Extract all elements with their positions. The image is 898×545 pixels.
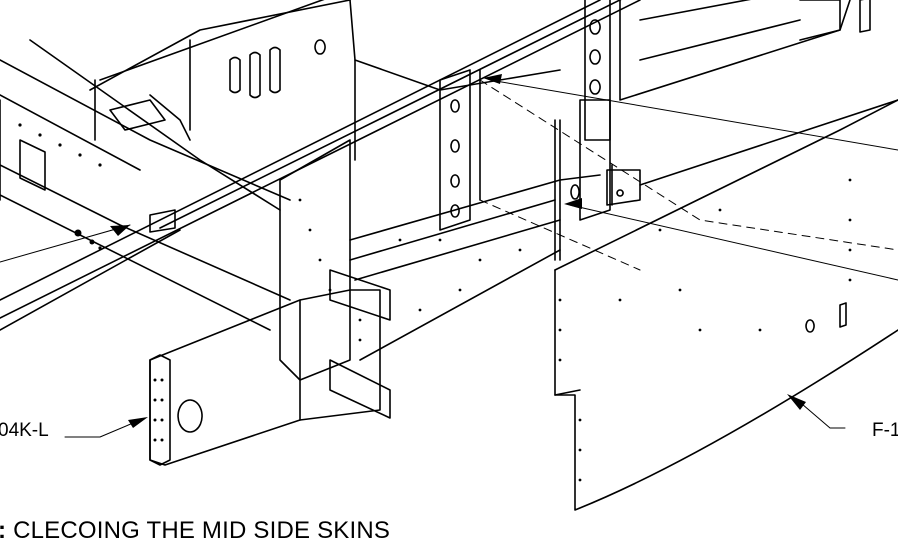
- bulkhead-gusset: [149, 139, 391, 466]
- figure-caption: : CLECOING THE MID SIDE SKINS: [0, 517, 390, 545]
- caption-text: CLECOING THE MID SIDE SKINS: [13, 517, 391, 544]
- caption-prefix: :: [0, 517, 6, 544]
- arrowheads: [110, 74, 806, 428]
- center-channel: [349, 69, 611, 361]
- longeron: [0, 0, 641, 331]
- mid-side-skin: [554, 99, 898, 511]
- lower-frame: [0, 0, 561, 331]
- rivet-pattern: [18, 123, 852, 482]
- upper-right-frame: [584, 0, 898, 206]
- part-callout-left: 04K-L: [0, 420, 49, 441]
- part-callout-right: F-1: [872, 420, 898, 441]
- leader-lines: [0, 79, 898, 438]
